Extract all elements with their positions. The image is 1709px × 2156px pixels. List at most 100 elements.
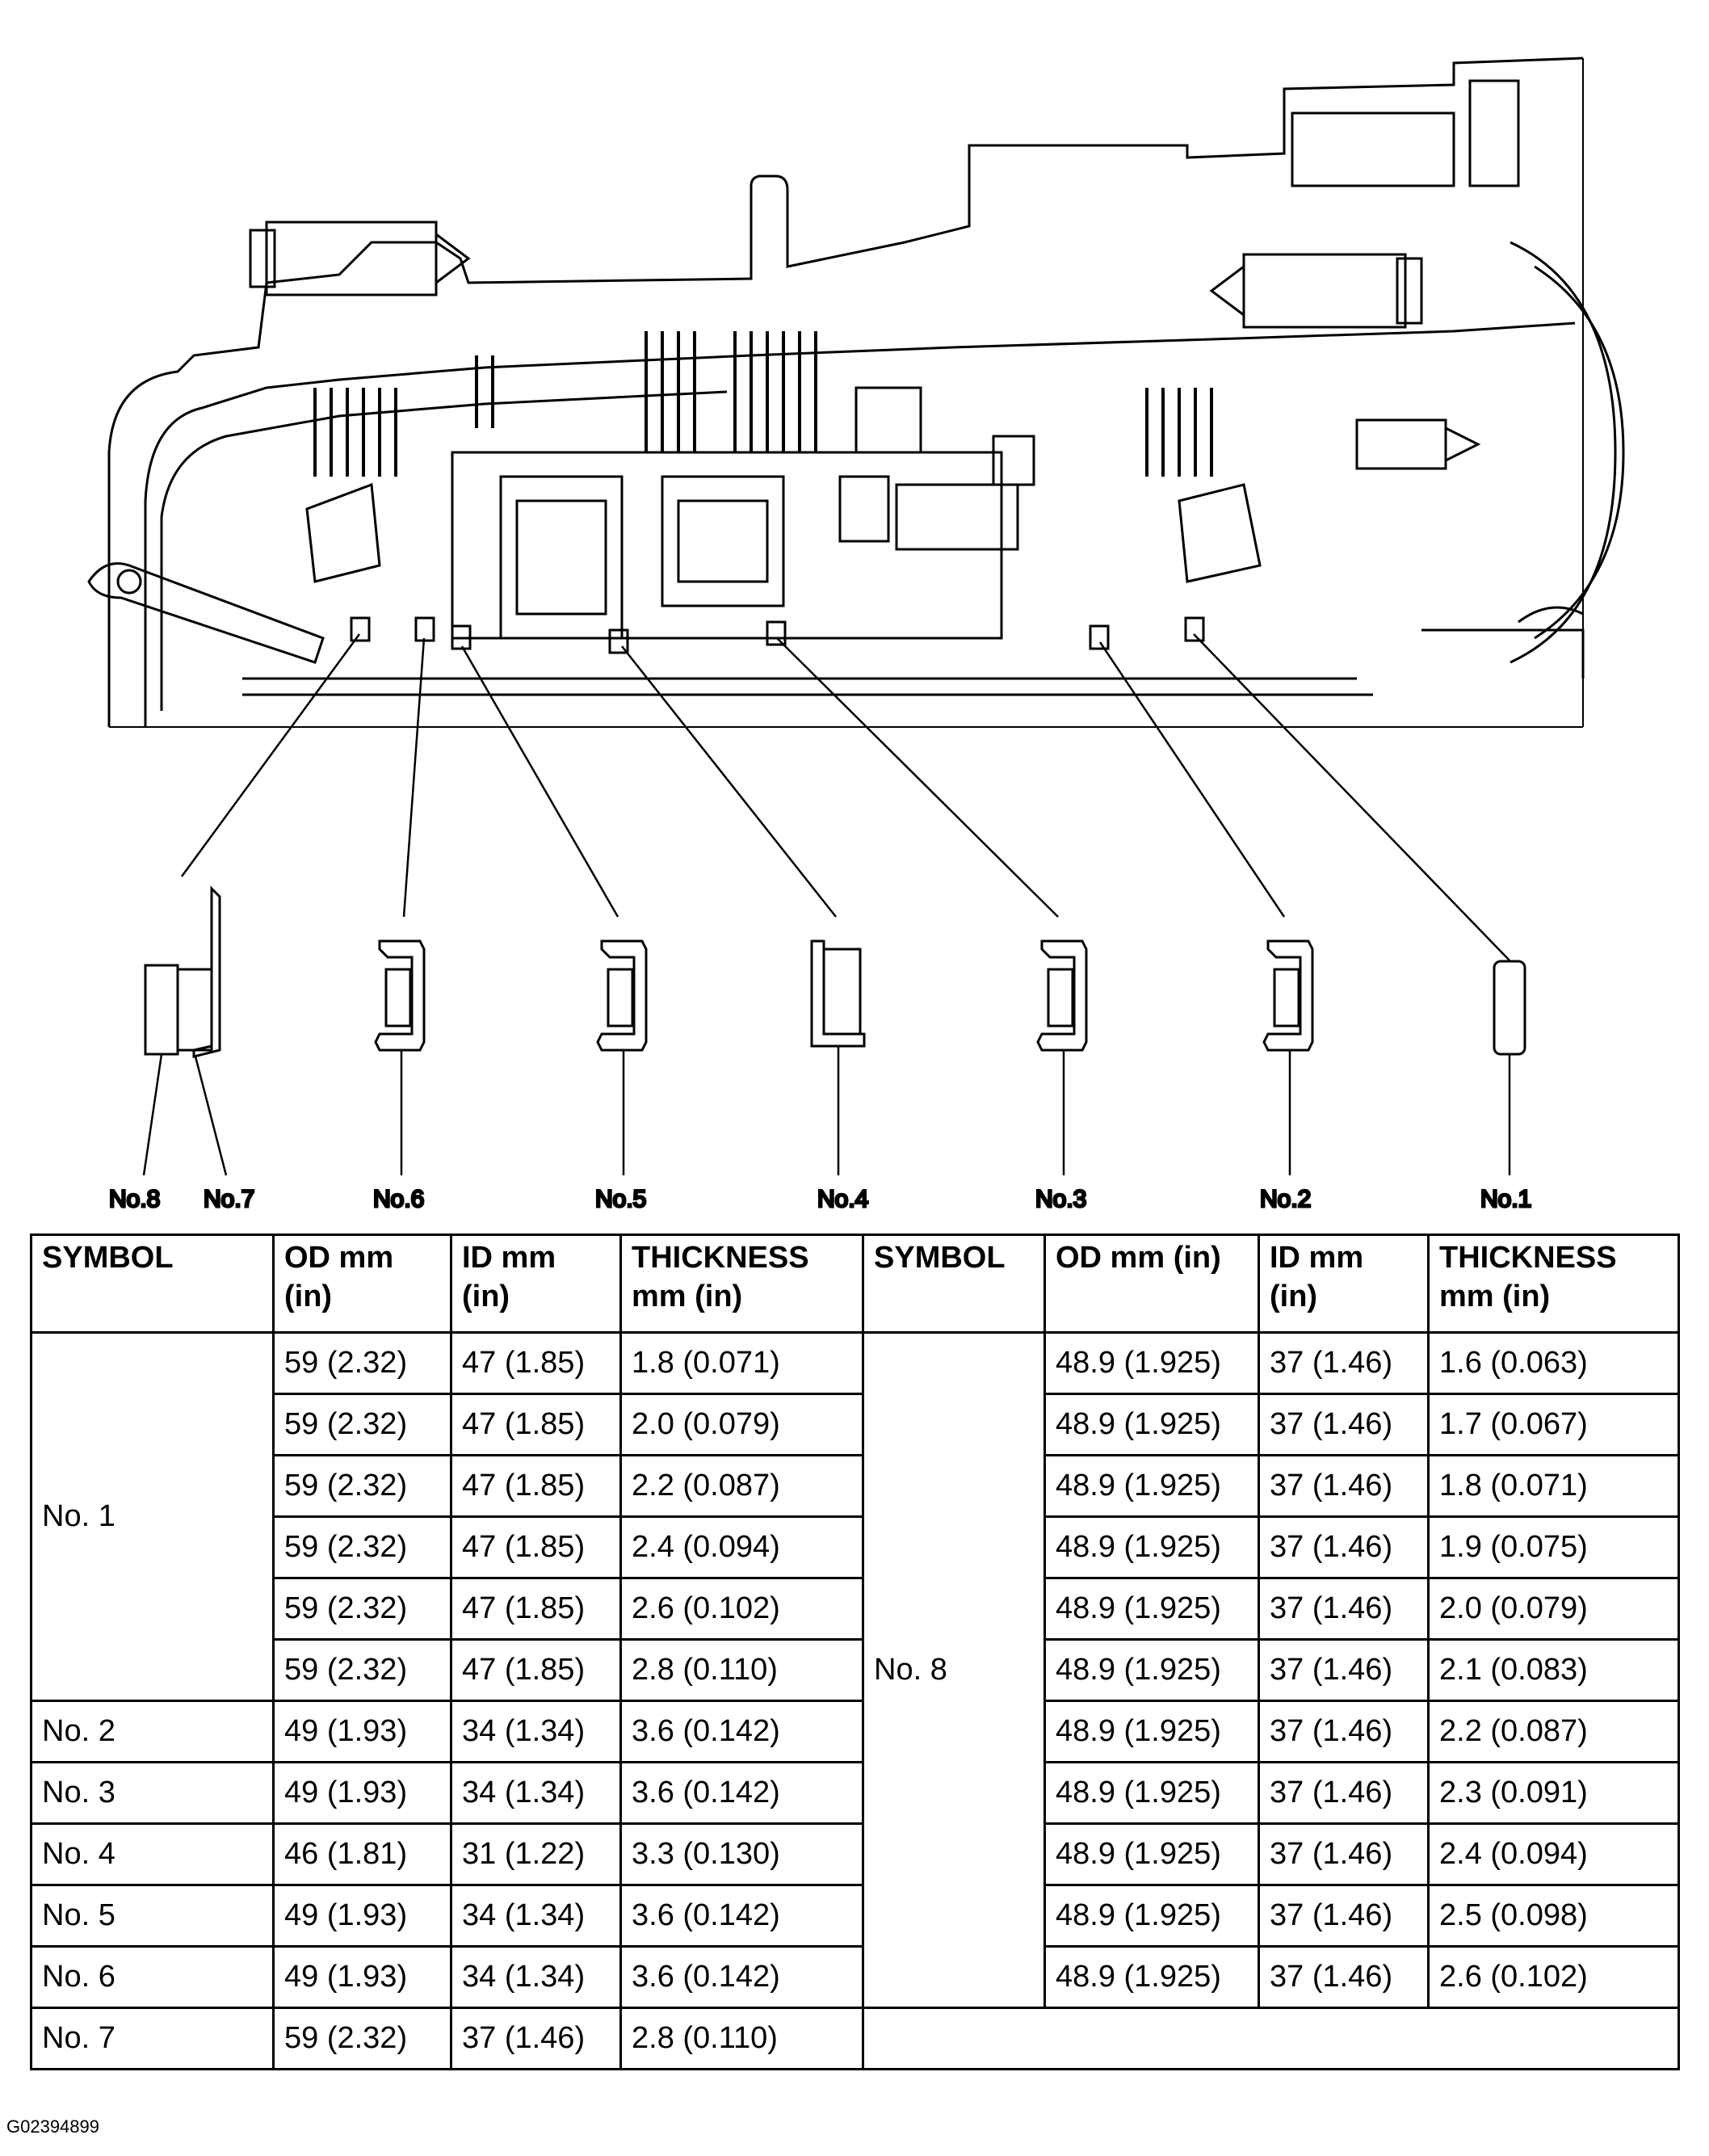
thickness-cell: 3.6 (0.142) <box>619 1700 864 1763</box>
thickness-cell: 2.0 (0.079) <box>1427 1577 1680 1641</box>
id-cell: 37 (1.46) <box>1258 1700 1430 1763</box>
thickness-cell: 2.4 (0.094) <box>1427 1822 1680 1886</box>
id-cell: 47 (1.85) <box>450 1331 622 1395</box>
od-cell: 48.9 (1.925) <box>1043 1822 1260 1886</box>
thickness-cell: 2.6 (0.102) <box>619 1577 864 1641</box>
id-cell: 37 (1.46) <box>450 2007 622 2070</box>
figure-id: G02394899 <box>6 2116 99 2137</box>
id-cell: 37 (1.46) <box>1258 1515 1430 1579</box>
od-cell: 48.9 (1.925) <box>1043 1945 1260 2009</box>
symbol-cell: No. 4 <box>30 1822 275 1886</box>
header-id: ID mm (in) <box>450 1234 622 1334</box>
thickness-cell: 2.0 (0.079) <box>619 1393 864 1456</box>
od-cell: 48.9 (1.925) <box>1043 1638 1260 1702</box>
thickness-cell: 2.8 (0.110) <box>619 2007 864 2070</box>
od-cell: 49 (1.93) <box>272 1884 452 1948</box>
table-row: 59 (2.32) 47 (1.85) 2.0 (0.079) 48.9 (1.… <box>31 1393 1680 1456</box>
od-cell: 48.9 (1.925) <box>1043 1454 1260 1518</box>
id-cell: 37 (1.46) <box>1258 1638 1430 1702</box>
id-cell: 34 (1.34) <box>450 1945 622 2009</box>
table-row: 59 (2.32) 47 (1.85) 2.2 (0.087) 48.9 (1.… <box>31 1454 1680 1518</box>
symbol-cell: No. 2 <box>30 1700 275 1763</box>
symbol-cell: No. 6 <box>30 1945 275 2009</box>
od-cell: 49 (1.93) <box>272 1700 452 1763</box>
od-cell: 59 (2.32) <box>272 1577 452 1641</box>
header-od: OD mm (in) <box>272 1234 452 1334</box>
table-row: No. 1 59 (2.32) 47 (1.85) 1.8 (0.071) No… <box>30 1331 1680 2009</box>
callout-label: No.2 <box>1260 1186 1311 1212</box>
header-symbol: SYMBOL <box>30 1234 275 1334</box>
thickness-cell: 3.6 (0.142) <box>619 1884 864 1948</box>
callout-label: No.4 <box>817 1186 868 1212</box>
header-id: ID mm (in) <box>1258 1234 1430 1334</box>
od-cell: 49 (1.93) <box>272 1945 452 2009</box>
od-cell: 49 (1.93) <box>272 1761 452 1825</box>
thickness-cell: 2.2 (0.087) <box>619 1454 864 1518</box>
id-cell: 37 (1.46) <box>1258 1331 1430 1395</box>
od-cell: 59 (2.32) <box>272 1515 452 1579</box>
od-cell: 59 (2.32) <box>272 1638 452 1702</box>
header-od: OD mm (in) <box>1043 1234 1260 1334</box>
thickness-cell: 1.7 (0.067) <box>1427 1393 1680 1456</box>
thickness-cell: 2.1 (0.083) <box>1427 1638 1680 1702</box>
callout-label: No.1 <box>1480 1186 1531 1212</box>
id-cell: 37 (1.46) <box>1258 1822 1430 1886</box>
washer-no4 <box>810 939 866 1048</box>
id-cell: 37 (1.46) <box>1258 1393 1430 1456</box>
thickness-cell: 2.2 (0.087) <box>1427 1700 1680 1763</box>
thickness-cell: 2.3 (0.091) <box>1427 1761 1680 1825</box>
callout-label: No.8 <box>109 1186 160 1212</box>
washer-no8-no7 <box>144 885 221 1058</box>
thickness-cell: 3.6 (0.142) <box>619 1761 864 1825</box>
thickness-cell: 2.6 (0.102) <box>1427 1945 1680 2009</box>
symbol-cell: No. 5 <box>30 1884 275 1948</box>
id-cell: 31 (1.22) <box>450 1822 622 1886</box>
thickness-cell: 2.5 (0.098) <box>1427 1884 1680 1948</box>
table-header-row: SYMBOL OD mm (in) ID mm (in) THICKNESS m… <box>30 1234 1680 1334</box>
symbol-cell: No. 1 <box>30 1331 275 1702</box>
od-cell: 48.9 (1.925) <box>1043 1700 1260 1763</box>
od-cell: 48.9 (1.925) <box>1043 1331 1260 1395</box>
leader-lines <box>180 633 1511 962</box>
empty-cell <box>862 2007 1680 2070</box>
thickness-cell: 1.8 (0.071) <box>1427 1454 1680 1518</box>
id-cell: 34 (1.34) <box>450 1761 622 1825</box>
thickness-cell: 1.8 (0.071) <box>619 1331 864 1395</box>
id-cell: 37 (1.46) <box>1258 1945 1430 2009</box>
symbol-cell: No. 8 <box>862 1331 1046 2009</box>
thickness-cell: 3.3 (0.130) <box>619 1822 864 1886</box>
table-row: 59 (2.32) 47 (1.85) 2.4 (0.094) 48.9 (1.… <box>31 1515 1680 1579</box>
thickness-cell: 3.6 (0.142) <box>619 1945 864 2009</box>
callout-label: No.3 <box>1035 1186 1086 1212</box>
thickness-cell: 1.9 (0.075) <box>1427 1515 1680 1579</box>
id-cell: 34 (1.34) <box>450 1884 622 1948</box>
symbol-cell: No. 7 <box>30 2007 275 2070</box>
id-cell: 34 (1.34) <box>450 1700 622 1763</box>
od-cell: 48.9 (1.925) <box>1043 1761 1260 1825</box>
table-row: No. 7 59 (2.32) 37 (1.46) 2.8 (0.110) <box>30 2007 1680 2070</box>
bearing-no2 <box>1262 939 1314 1052</box>
thickness-cell: 2.8 (0.110) <box>619 1638 864 1702</box>
callout-leaders <box>142 1046 1511 1176</box>
washer-spec-table: SYMBOL OD mm (in) ID mm (in) THICKNESS m… <box>30 1234 1680 2070</box>
bearing-no6 <box>374 939 426 1052</box>
callout-label: No.5 <box>595 1186 646 1212</box>
table-row: No. 3 49 (1.93) 34 (1.34) 3.6 (0.142) 48… <box>30 1761 1680 1825</box>
table-row: No. 5 49 (1.93) 34 (1.34) 3.6 (0.142) 48… <box>30 1884 1680 1948</box>
od-cell: 59 (2.32) <box>272 1454 452 1518</box>
id-cell: 47 (1.85) <box>450 1638 622 1702</box>
callout-label: No.7 <box>204 1186 254 1212</box>
header-thickness: THICKNESS mm (in) <box>1427 1234 1680 1334</box>
header-thickness: THICKNESS mm (in) <box>619 1234 864 1334</box>
od-cell: 59 (2.32) <box>272 2007 452 2070</box>
id-cell: 37 (1.46) <box>1258 1884 1430 1948</box>
thickness-cell: 1.6 (0.063) <box>1427 1331 1680 1395</box>
thickness-cell: 2.4 (0.094) <box>619 1515 864 1579</box>
bearing-no3 <box>1036 939 1088 1052</box>
id-cell: 47 (1.85) <box>450 1393 622 1456</box>
od-cell: 48.9 (1.925) <box>1043 1577 1260 1641</box>
table-row: No. 6 49 (1.93) 34 (1.34) 3.6 (0.142) 48… <box>30 1945 1680 2009</box>
id-cell: 37 (1.46) <box>1258 1761 1430 1825</box>
table-row: 59 (2.32) 47 (1.85) 2.8 (0.110) 48.9 (1.… <box>31 1638 1680 1702</box>
callout-label: No.6 <box>373 1186 424 1212</box>
